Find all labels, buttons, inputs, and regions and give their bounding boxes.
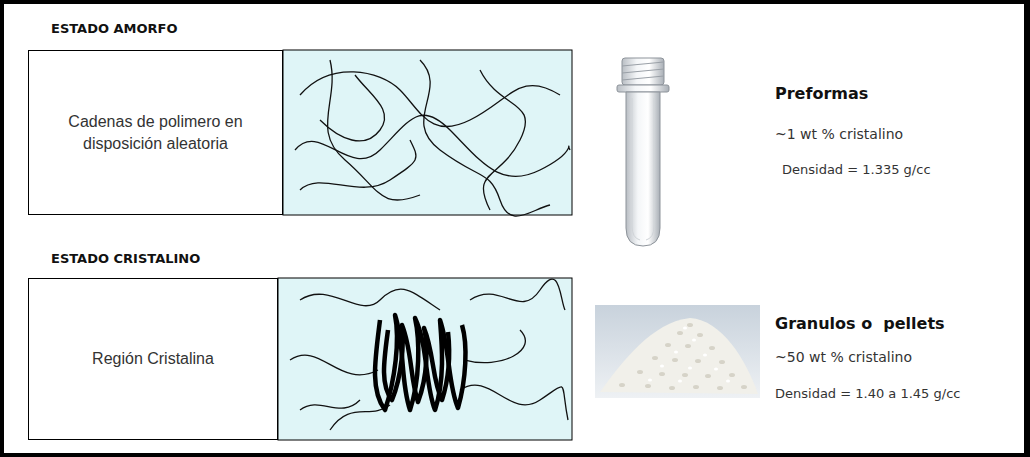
sample-property: ~50 wt % cristalino [775,349,912,365]
sample-property: ~1 wt % cristalino [775,126,903,142]
polymer-chain [460,385,568,420]
preform-neck [622,58,664,85]
folded-chain [375,315,465,410]
folded-chain [384,325,449,402]
pellets-photo [595,305,760,398]
polymer-chain [320,75,385,141]
pellet-highlights [648,327,730,383]
section-heading: ESTADO CRISTALINO [51,251,200,266]
preform-thread [622,62,664,80]
polymer-chain [300,289,440,310]
chain-cell [278,278,572,440]
sample-property: Densidad = 1.335 g/cc [782,162,931,177]
polymer-chain [290,355,378,375]
sample-title: Granulos o pellets [775,314,945,333]
polymer-chain [330,405,390,430]
polymer-chain [465,330,525,363]
sample-title: Preformas [775,84,868,103]
polymer-chain [300,400,360,410]
preform-inner-wall [632,98,640,240]
preform-body [626,92,660,246]
sample-property: Densidad = 1.40 a 1.45 g/cc [775,386,960,401]
text-cell: ESTADO CRISTALINORegión Cristalina [28,278,278,440]
pellet-pile [600,318,758,394]
crystalline-region [375,315,465,410]
polymer-chain [420,60,550,216]
pellet-grains [619,323,747,390]
polymer-chain [480,70,525,210]
loose-chains [290,279,568,430]
random-chains [295,60,570,216]
preform-ring [617,85,669,92]
polymer-chain [470,279,565,310]
preform-inner-wall [646,98,654,240]
polymer-chain [295,115,570,176]
photo-background [595,305,760,398]
cell-text: Cadenas de polimero en disposición aleat… [29,111,282,155]
text-cell: ESTADO AMORFOCadenas de polimero en disp… [28,50,283,215]
polymer-chain [327,60,420,200]
chain-cell [283,50,572,215]
polymer-chain [300,140,416,190]
preform-illustration [617,58,669,246]
section-heading: ESTADO AMORFO [51,21,178,36]
cell-text: Región Cristalina [70,348,236,370]
